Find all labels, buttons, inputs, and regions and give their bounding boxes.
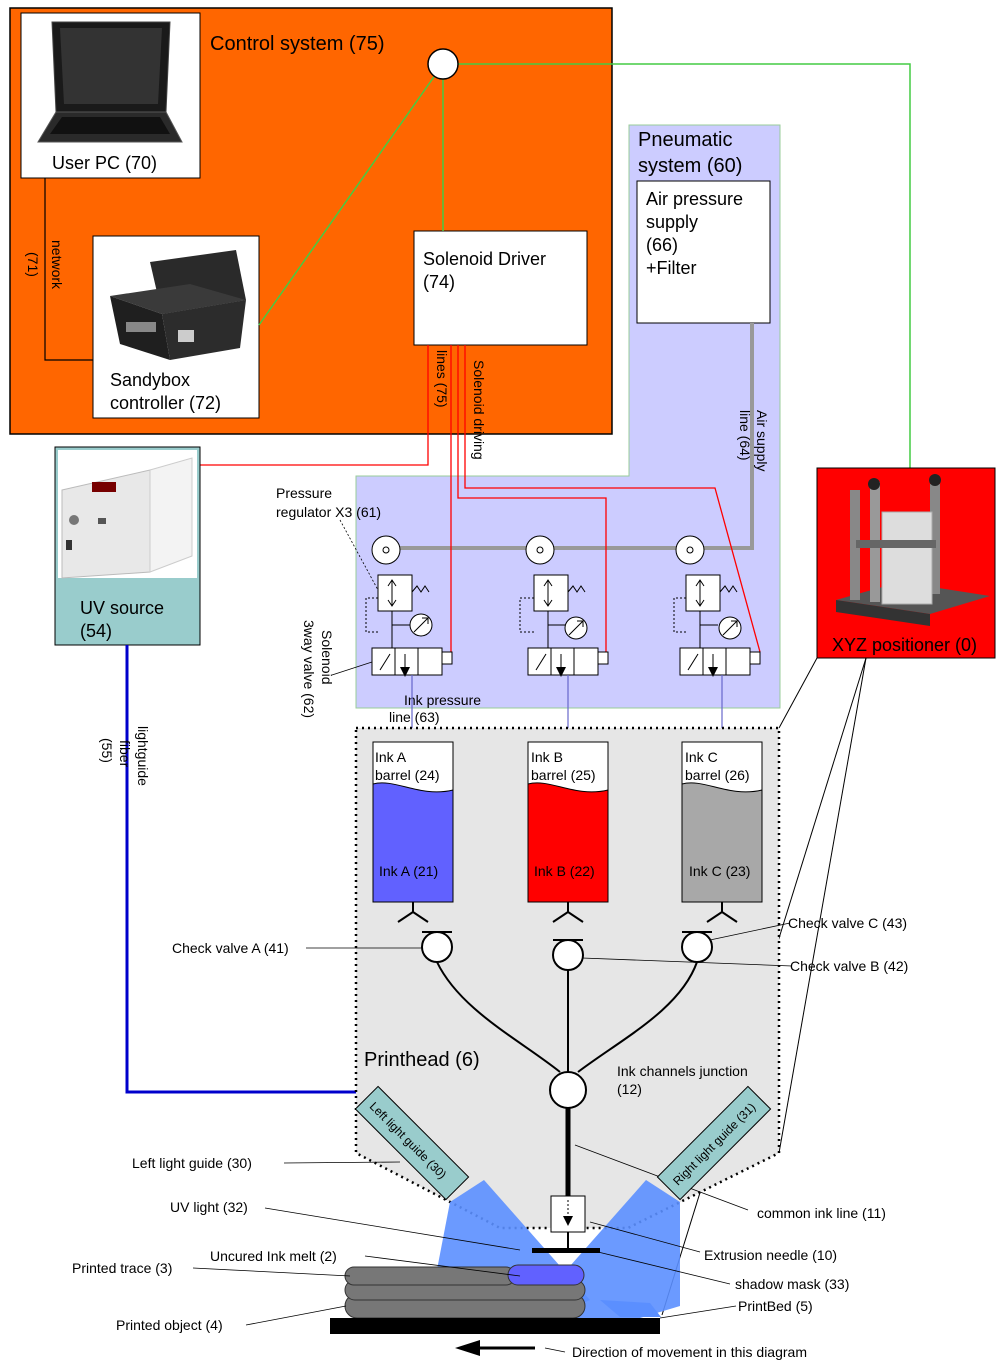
- air-supply-line3: (66): [646, 235, 678, 255]
- xyz-positioner: XYZ positioner (0): [817, 468, 995, 658]
- air-pressure-supply: Air pressure supply (66) +Filter: [637, 181, 770, 323]
- lightguide-fiber: [127, 645, 364, 1092]
- left-guide-callout: Left light guide (30): [132, 1155, 252, 1171]
- air-supply-line1: Air pressure: [646, 189, 743, 209]
- junction-line1: Ink channels junction: [617, 1063, 748, 1079]
- uv-source-device-icon: [58, 450, 197, 578]
- barrel-c: Ink C barrel (26) Ink C (23): [682, 742, 762, 902]
- barrel-b: Ink B barrel (25) Ink B (22): [528, 742, 608, 902]
- solenoid-valve-line1: Solenoid: [319, 630, 335, 685]
- ink-pressure-line2: line (63): [389, 709, 440, 725]
- pressure-reg-line2: regulator X3 (61): [276, 504, 381, 520]
- uncured-ink-melt: [508, 1265, 584, 1285]
- pneumatic-line1: Pneumatic: [638, 129, 733, 151]
- printhead-label: Printhead (6): [364, 1049, 480, 1071]
- shadow-mask-label: shadow mask (33): [735, 1276, 849, 1292]
- common-ink-line-label: common ink line (11): [757, 1205, 886, 1221]
- check-valve-a-label: Check valve A (41): [172, 940, 289, 956]
- printed-trace-label: Printed trace (3): [72, 1260, 172, 1276]
- uv-source-line1: UV source: [80, 598, 164, 618]
- solenoid-driver-line2: (74): [423, 272, 455, 292]
- uncured-label: Uncured Ink melt (2): [210, 1248, 337, 1264]
- barrel-a: Ink A barrel (24) Ink A (21): [373, 742, 453, 902]
- printbed-label: PrintBed (5): [738, 1298, 813, 1314]
- ink-pressure-line1: Ink pressure: [404, 692, 481, 708]
- ink-a-label: Ink A (21): [379, 863, 438, 879]
- extrusion-needle: [551, 1196, 585, 1248]
- ink-c-label: Ink C (23): [689, 863, 750, 879]
- control-hub-node: [428, 49, 458, 79]
- sandybox-controller: Sandybox controller (72): [93, 236, 259, 418]
- solenoid-valve-line2: 3way valve (62): [301, 620, 317, 718]
- uv-source: UV source (54): [55, 447, 200, 645]
- check-valve-b-label: Check valve B (42): [790, 958, 908, 974]
- printed-object-label: Printed object (4): [116, 1317, 223, 1333]
- network-number: (71): [25, 252, 41, 277]
- air-supply-line2: supply: [646, 212, 698, 232]
- barrel-b-line1: Ink B: [531, 749, 563, 765]
- uv-light-label: UV light (32): [170, 1199, 248, 1215]
- solenoid-lines-label2: lines (75): [434, 350, 450, 408]
- air-line-label1: Air supply: [754, 410, 770, 471]
- air-supply-line4: +Filter: [646, 258, 697, 278]
- ink-b-label: Ink B (22): [534, 863, 595, 879]
- check-valve-c-label: Check valve C (43): [788, 915, 907, 931]
- extrusion-needle-label: Extrusion needle (10): [704, 1247, 837, 1263]
- barrel-a-line2: barrel (24): [375, 767, 440, 783]
- network-label: network: [49, 240, 65, 290]
- user-pc-label: User PC (70): [52, 153, 157, 173]
- solenoid-driver-line1: Solenoid Driver: [423, 249, 546, 269]
- solenoid-driver: Solenoid Driver (74): [414, 231, 587, 345]
- pressure-reg-line1: Pressure: [276, 485, 332, 501]
- uv-source-line2: (54): [80, 621, 112, 641]
- lightguide-fiber-line1: lightguide: [135, 726, 151, 786]
- solenoid-lines-label1: Solenoid driving: [471, 360, 487, 460]
- barrel-b-line2: barrel (25): [531, 767, 596, 783]
- sandybox-line1: Sandybox: [110, 370, 190, 390]
- pneumatic-line2: system (60): [638, 155, 742, 177]
- shadow-mask: [532, 1248, 600, 1253]
- ink-channels-junction: [550, 1072, 586, 1108]
- junction-line2: (12): [617, 1081, 642, 1097]
- barrel-a-line1: Ink A: [375, 749, 407, 765]
- lightguide-fiber-line3: (55): [99, 738, 115, 763]
- laptop-icon: [38, 22, 182, 142]
- user-pc: User PC (70): [21, 13, 200, 178]
- print-bed: [330, 1318, 660, 1334]
- direction-label: Direction of movement in this diagram: [572, 1344, 807, 1360]
- air-line-label2: line (64): [737, 410, 753, 461]
- barrel-c-line2: barrel (26): [685, 767, 750, 783]
- control-system-title: Control system (75): [210, 33, 385, 55]
- sandybox-line2: controller (72): [110, 393, 221, 413]
- barrel-c-line1: Ink C: [685, 749, 718, 765]
- xyz-label: XYZ positioner (0): [832, 635, 977, 655]
- printed-object: [345, 1265, 585, 1318]
- lightguide-fiber-line2: fiber: [117, 740, 133, 768]
- direction-arrow-icon: [455, 1340, 535, 1356]
